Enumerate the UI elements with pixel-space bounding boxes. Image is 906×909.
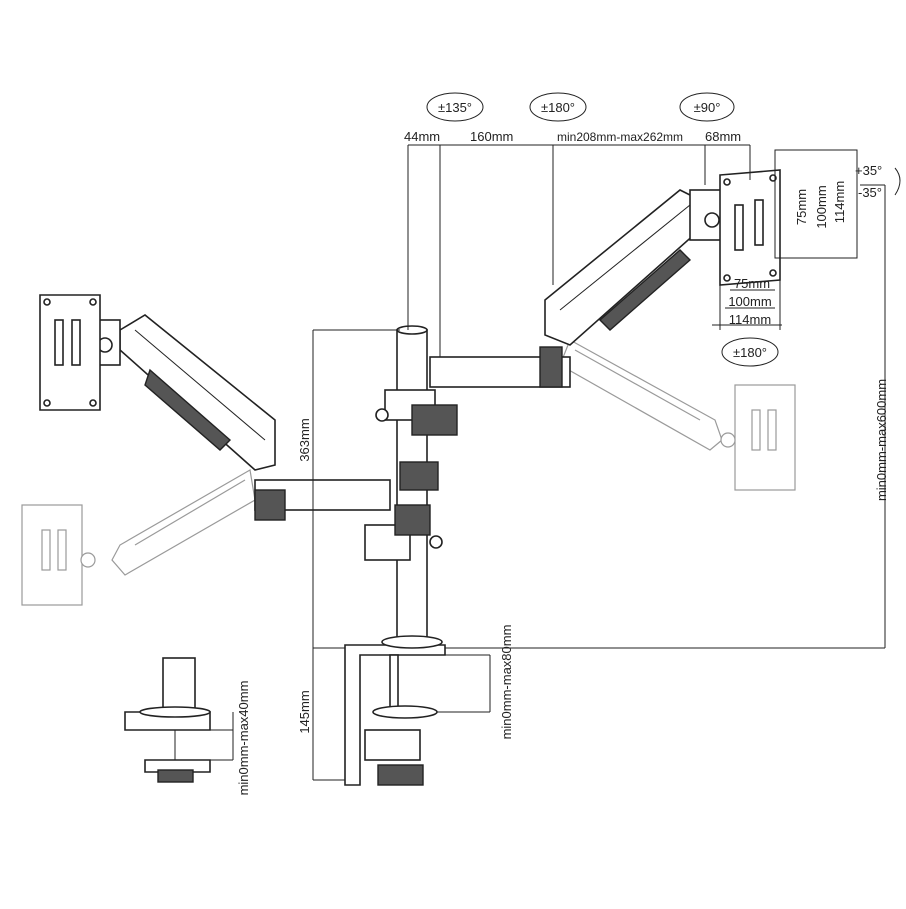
pole [396,325,439,641]
rotation-badge-180-plate: ±180° [721,337,779,367]
dim-vesa-114-v: 114mm [832,181,847,223]
dim-vesa-100-h: 100mm [728,294,771,309]
dim-vesa-100-v: 100mm [814,185,829,228]
right-vesa-plate [712,149,858,330]
dim-head: 68mm [705,129,741,144]
grommet-detail [124,657,211,783]
desk-clamp [344,635,446,786]
dim-vertical-range: min0mm-max600mm [874,379,889,501]
rotation-label-180-elbow: ±180° [541,100,575,115]
dim-grommet-thickness: min0mm-max40mm [236,681,251,796]
ghost-left-arm [21,469,256,606]
dim-upper-arm: min208mm-max262mm [557,130,683,144]
dimension-lines [210,144,886,781]
left-vesa-plate [39,294,101,411]
rotation-badge-135: ±135° [426,92,484,122]
dim-vesa-75-v: 75mm [794,189,809,225]
rotation-badge-90: ±90° [679,92,735,122]
dim-lower-arm: 160mm [470,129,513,144]
tilt-down-label: -35° [858,185,882,200]
dim-pole-height: 363mm [297,418,312,461]
rotation-label-90: ±90° [694,100,721,115]
dim-clamp-height: 145mm [297,690,312,733]
dim-vesa-114-h: 114mm [729,312,771,327]
dim-pole-offset: 44mm [404,129,440,144]
rotation-badge-180-elbow: ±180° [529,92,587,122]
tilt-up-label: +35° [855,163,882,178]
dim-vesa-75-h: 75mm [734,276,770,291]
dim-desk-thickness: min0mm-max80mm [499,625,514,740]
tilt-labels: +35° -35° [855,163,901,200]
ghost-right-arm [559,339,796,491]
rotation-label-180-plate: ±180° [733,345,767,360]
rotation-label-135: ±135° [438,100,472,115]
left-arm [89,314,443,561]
